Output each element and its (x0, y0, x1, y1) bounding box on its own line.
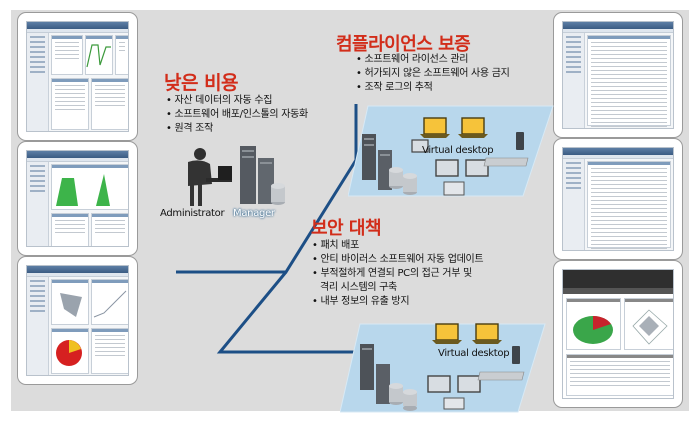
bullet-item: 부적절하게 연결되 PC의 접근 거부 및 (312, 267, 483, 281)
virtual-desktop-label-2: Virtual desktop (438, 348, 510, 359)
bullet-item: 소프트웨어 배포/인스톨의 자동화 (166, 108, 308, 122)
administrator-workstation (188, 146, 285, 206)
compliance-bullets: 소프트웨어 라이선스 관리 허가되지 않은 소프트웨어 사용 금지 조작 로그의… (356, 53, 510, 95)
screenshot-frame-list-2 (553, 138, 683, 260)
screenshot-frame-dashboard-1 (17, 12, 138, 141)
screenshot-frame-dashboard-2 (17, 141, 138, 256)
screenshot-frame-list-1 (553, 12, 683, 138)
virtual-desktop-label-1: Virtual desktop (422, 145, 494, 156)
upper-network-platform (348, 105, 554, 197)
bullet-item: 소프트웨어 라이선스 관리 (356, 53, 510, 67)
security-title: 보안 대책 (311, 218, 382, 239)
screenshot-frame-report (553, 260, 683, 408)
bullet-item: 격리 시스템의 구축 (320, 282, 397, 293)
bullet-item: 안티 바이러스 소프트웨어 자동 업데이트 (312, 253, 483, 267)
manager-label: Manager (233, 208, 275, 219)
low-cost-title: 낮은 비용 (164, 72, 239, 94)
bullet-item: 원격 조작 (166, 122, 308, 136)
administrator-label: Administrator (160, 208, 225, 219)
bullet-item: 패치 배포 (312, 239, 483, 253)
security-bullets: 패치 배포 안티 바이러스 소프트웨어 자동 업데이트 부적절하게 연결되 PC… (312, 239, 484, 309)
compliance-title: 컴플라이언스 보증 (336, 34, 471, 55)
lower-network-platform (340, 323, 546, 413)
bullet-item: 허가되지 않은 소프트웨어 사용 금지 (356, 67, 509, 81)
bullet-item: 자산 데이터의 자동 수집 (166, 94, 308, 108)
low-cost-bullets: 자산 데이터의 자동 수집 소프트웨어 배포/인스톨의 자동화 원격 조작 (166, 94, 308, 136)
bullet-item: 내부 정보의 유출 방지 (312, 295, 483, 309)
bullet-item: 조작 로그의 추적 (356, 81, 510, 95)
screenshot-frame-dashboard-3 (17, 256, 138, 385)
